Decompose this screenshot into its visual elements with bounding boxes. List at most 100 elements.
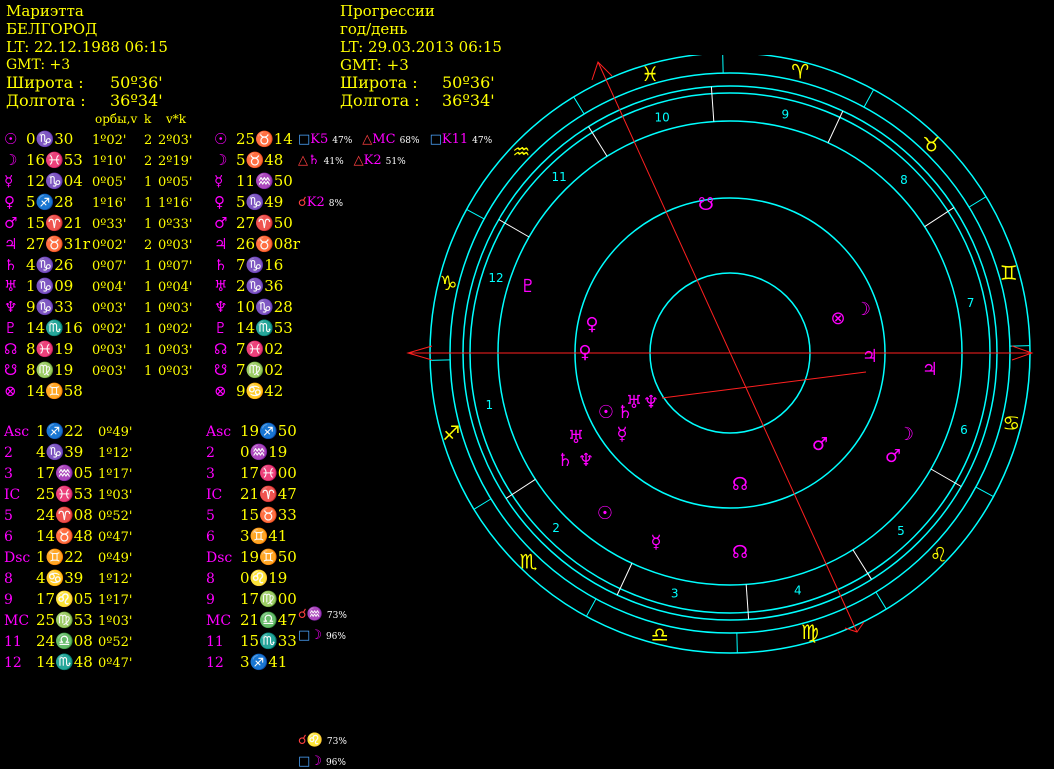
house-cusp	[711, 87, 713, 122]
prog-planet-position: 7♍02	[236, 360, 302, 381]
house-cusp	[931, 469, 961, 487]
planet-orb: 0º33'	[92, 214, 144, 235]
sign-divider	[969, 197, 986, 207]
prog-planet-position: 5♉48	[236, 150, 302, 171]
house-position: 25♍53	[36, 610, 98, 631]
planet-orb: 0º03'	[92, 361, 144, 382]
aspect-symbol: △	[298, 153, 308, 168]
moon-outer-glyph: ☽	[898, 424, 914, 445]
col-vk-header: v*k	[166, 112, 186, 126]
natal-lt: LT: 22.12.1988 06:15	[6, 39, 168, 56]
prog-planet-position: 14♏53	[236, 318, 302, 339]
prog-lt: LT: 29.03.2013 06:15	[340, 39, 502, 56]
planet-orb: 0º02'	[92, 235, 144, 256]
zodiac-sign-glyph: ♑	[440, 271, 458, 295]
prog-planet-position: 9♋42	[236, 381, 302, 402]
north-node-glyph: ☊	[732, 474, 748, 495]
prog-planet-glyph: ♃	[214, 234, 236, 255]
house-label: Asc	[4, 422, 36, 443]
prog-planet-glyph: ♇	[214, 318, 236, 339]
planet-k: 2	[144, 130, 158, 151]
house-position: 4♋39	[36, 568, 98, 589]
house-number: 11	[551, 170, 566, 184]
sign-divider	[474, 499, 491, 509]
prog-planet-glyph: ♅	[214, 276, 236, 297]
aspect-target: K2	[364, 153, 382, 168]
planet-vk: 0º05'	[158, 172, 204, 193]
prog-house-label: 11	[206, 632, 240, 653]
natal-lat-label: Широта :	[6, 74, 84, 92]
house-label: IC	[4, 485, 36, 506]
zodiac-sign-glyph: ♏	[520, 550, 538, 574]
aspect-target: K2	[307, 195, 325, 210]
house-position: 25♓53	[36, 484, 98, 505]
planet-position: 8♓19	[26, 339, 92, 360]
house-orb: 0º47'	[98, 653, 206, 674]
house-orb: 1º03'	[98, 485, 206, 506]
house-cusp	[506, 479, 535, 498]
prog-house-label: 5	[206, 506, 240, 527]
prog-planet-glyph: ☽	[214, 150, 236, 171]
planet-k: 1	[144, 298, 158, 319]
aspect-symbol: ☌	[298, 195, 307, 210]
jupiter-outer-glyph: ♃	[922, 359, 938, 380]
house-orb: 0º47'	[98, 527, 206, 548]
neptune-glyph: ♆	[643, 392, 659, 413]
aspect-symbol: □	[298, 132, 310, 147]
mars-2-outer-glyph: ♂	[812, 434, 828, 455]
prog-house-position: 21♈47	[240, 484, 302, 505]
house-label: 5	[4, 506, 36, 527]
planet-k: 2	[144, 235, 158, 256]
prog-sub: год/день	[340, 21, 407, 38]
house-orb: 0º52'	[98, 506, 206, 527]
house-number: 9	[782, 107, 790, 121]
house-label: MC	[4, 611, 36, 632]
prog-planet-glyph: ☊	[214, 339, 236, 360]
sign-divider	[574, 97, 584, 114]
planet-vk: 2º19'	[158, 151, 204, 172]
aspect-line	[662, 372, 866, 398]
house-number: 7	[967, 296, 975, 310]
prog-house-position: 17♍00	[240, 589, 302, 610]
planet-position: 8♍19	[26, 360, 92, 381]
prog-house-label: IC	[206, 485, 240, 506]
planet-k: 1	[144, 277, 158, 298]
aspect-row: ☌♒73%	[298, 607, 357, 622]
prog-house-position: 19♊50	[240, 547, 302, 568]
aspect-percent: 73%	[327, 611, 347, 621]
planet-glyph: ♀	[4, 192, 26, 213]
prog-house-label: 2	[206, 443, 240, 464]
prog-house-label: 8	[206, 569, 240, 590]
jupiter-glyph: ♃	[862, 346, 878, 367]
prog-planet-position: 26♉08r	[236, 234, 302, 255]
prog-house-position: 3♊41	[240, 526, 302, 547]
house-position: 24♎08	[36, 631, 98, 652]
prog-house-position: 17♓00	[240, 463, 302, 484]
planet-position: 16♓53	[26, 150, 92, 171]
house-position: 4♑39	[36, 442, 98, 463]
uranus-glyph: ♅	[626, 392, 642, 413]
zodiac-sign-glyph: ♈	[791, 60, 809, 84]
saturn-outer-glyph: ♄	[557, 450, 573, 471]
planet-orb: 1º16'	[92, 193, 144, 214]
planet-vk: 0º03'	[158, 361, 204, 382]
house-position: 14♉48	[36, 526, 98, 547]
house-orb: 0º49'	[98, 548, 206, 569]
mercury-outer-glyph: ☿	[650, 532, 661, 553]
house-orb: 1º12'	[98, 443, 206, 464]
prog-planet-glyph: ♂	[214, 213, 236, 234]
prog-planet-position: 7♓02	[236, 339, 302, 360]
planet-vk: 0º33'	[158, 214, 204, 235]
planet-orb: 1º10'	[92, 151, 144, 172]
